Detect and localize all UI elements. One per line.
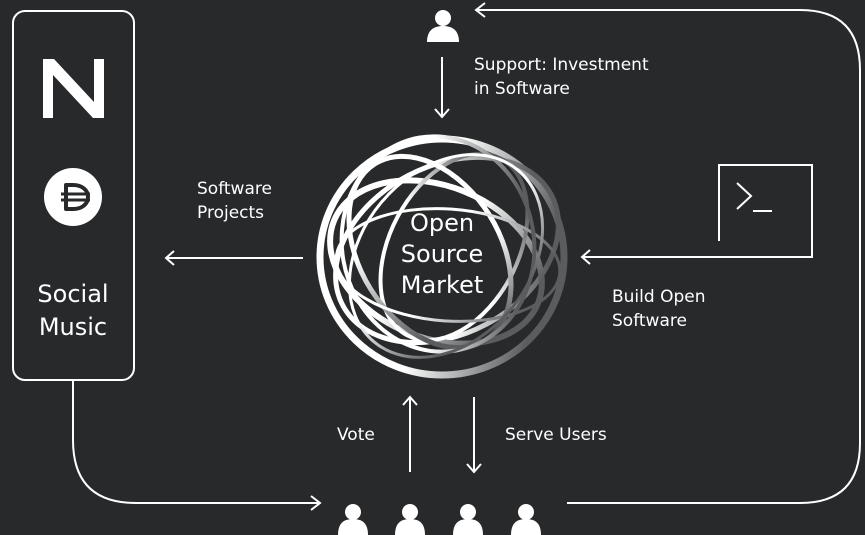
- center-title-line: Source: [400, 240, 484, 268]
- build-label-line: Software: [612, 311, 687, 331]
- build-label: Build Open Software: [612, 285, 705, 333]
- user-person-icon: [395, 504, 425, 535]
- investor-person-icon: [427, 10, 459, 42]
- support-label-line: in Software: [474, 79, 570, 99]
- projects-label-line: Projects: [197, 203, 265, 223]
- support-arrowhead: [434, 108, 450, 119]
- projects-arrowhead: [164, 250, 175, 266]
- user-person-icon: [338, 504, 368, 535]
- projects-label: Software Projects: [197, 177, 272, 225]
- app-to-users-line: [72, 380, 318, 504]
- center-title-line: Market: [400, 271, 484, 299]
- feedback-loop-line: [478, 9, 861, 504]
- support-label: Support: Investment in Software: [474, 53, 649, 101]
- center-title: Open Source Market: [372, 208, 512, 301]
- serve-label: Serve Users: [505, 425, 607, 445]
- support-label-line: Support: Investment: [474, 55, 649, 75]
- user-person-icon: [511, 504, 541, 535]
- user-person-icon: [453, 504, 483, 535]
- app-to-users-arrowhead: [310, 495, 322, 511]
- build-arrowhead: [580, 249, 591, 265]
- users-group: [338, 504, 541, 535]
- vote-arrowhead: [402, 395, 418, 406]
- feedback-loop-arrowhead: [474, 2, 486, 18]
- open-source-market-sphere: [316, 134, 568, 379]
- near-logo-icon: [43, 59, 104, 118]
- serve-arrowhead: [466, 463, 482, 474]
- projects-label-line: Software: [197, 179, 272, 199]
- app-title-line: Music: [38, 313, 108, 341]
- build-label-line: Build Open: [612, 287, 706, 307]
- vote-label: Vote: [337, 425, 375, 445]
- app-title: Social Music: [13, 278, 133, 344]
- app-title-line: Social: [37, 280, 109, 308]
- center-title-line: Open: [409, 209, 475, 237]
- dai-coin-icon: [44, 168, 102, 226]
- terminal-icon: [718, 164, 813, 258]
